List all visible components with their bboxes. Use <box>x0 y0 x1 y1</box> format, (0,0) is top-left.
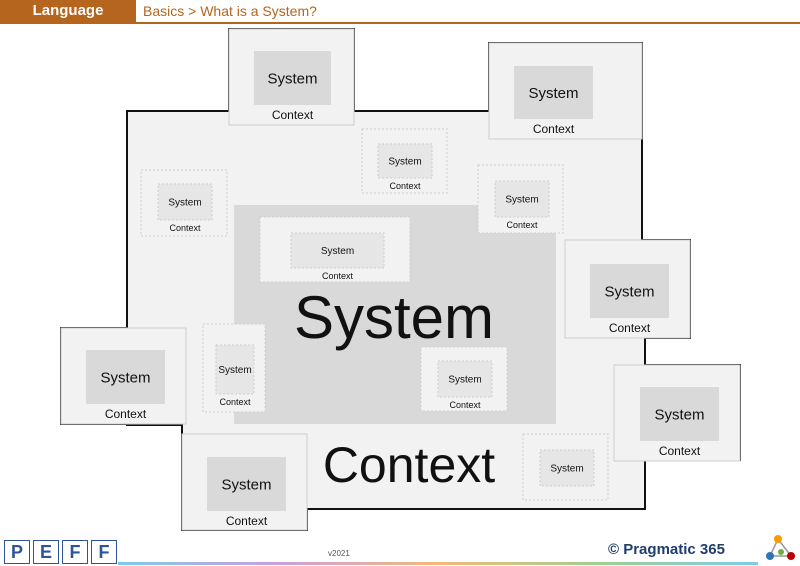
context-label: Context <box>219 397 251 407</box>
system-box <box>377 143 433 179</box>
system-label: System <box>448 375 481 386</box>
main-system-label: System <box>294 284 494 351</box>
system-box <box>290 232 385 269</box>
system-label: System <box>654 406 704 423</box>
system-label: System <box>168 198 201 209</box>
header-bar: Language Basics > What is a System? <box>0 0 800 24</box>
logo-letter: F <box>91 540 117 564</box>
system-box <box>157 183 213 221</box>
system-label: System <box>267 70 317 87</box>
version-label: v2021 <box>328 549 350 558</box>
logo-letter: E <box>33 540 59 564</box>
system-label: System <box>218 365 251 376</box>
main-context-label: Context <box>323 437 495 493</box>
system-box <box>539 449 595 487</box>
system-label: System <box>388 157 421 168</box>
context-label: Context <box>609 321 651 335</box>
system-label: System <box>550 464 583 475</box>
context-label: Context <box>389 181 421 191</box>
system-label: System <box>100 369 150 386</box>
system-box <box>437 360 493 398</box>
logo-letter: P <box>4 540 30 564</box>
context-label: Context <box>659 444 701 458</box>
system-label: System <box>604 283 654 300</box>
molecule-icon <box>766 535 795 560</box>
context-label: Context <box>506 220 538 230</box>
peff-logo: P E F F <box>4 540 117 564</box>
context-label: Context <box>169 223 201 233</box>
system-box <box>640 387 719 441</box>
system-box <box>86 350 165 404</box>
context-box <box>202 323 266 413</box>
context-label: Context <box>272 108 314 122</box>
context-label: Context <box>226 514 268 528</box>
nested-systems: SystemContextSystemContextSystemContextS… <box>60 28 741 531</box>
system-label: System <box>321 246 354 257</box>
system-box <box>215 344 255 395</box>
system-box <box>494 180 550 218</box>
system-label: System <box>221 476 271 493</box>
footer-rule <box>118 562 758 565</box>
section-label: Language <box>0 0 136 22</box>
system-box <box>514 66 593 119</box>
breadcrumb: Basics > What is a System? <box>143 3 317 19</box>
system-label: System <box>505 195 538 206</box>
context-label: Context <box>105 407 147 421</box>
system-box <box>254 51 331 105</box>
context-label: Context <box>533 122 575 136</box>
context-label: Context <box>322 271 354 281</box>
system-label: System <box>528 85 578 102</box>
system-box <box>207 457 286 511</box>
context-label: Context <box>449 400 481 410</box>
logo-letter: F <box>62 540 88 564</box>
brand-name: © Pragmatic 365 <box>608 541 725 558</box>
system-box <box>590 264 669 318</box>
